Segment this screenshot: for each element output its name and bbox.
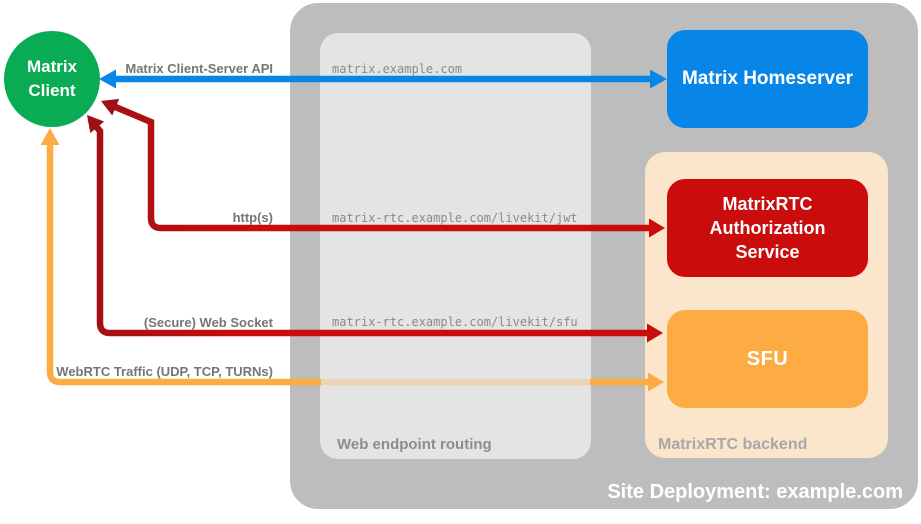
https-arrow-label: http(s) <box>232 210 273 225</box>
matrix-homeserver-label: Matrix Homeserver <box>681 68 854 89</box>
https-arrowhead-client <box>101 98 120 116</box>
webrtc-arrow-path-client-side <box>46 143 321 386</box>
authorization-service-label-line1: MatrixRTC <box>722 194 813 214</box>
web-endpoint-routing-panel <box>320 33 591 459</box>
matrix-homeserver-node: Matrix Homeserver <box>667 30 868 128</box>
websocket-arrowhead-client <box>87 115 105 134</box>
websocket-arrow-label: (Secure) Web Socket <box>143 315 273 330</box>
sfu-label: SFU <box>746 347 789 370</box>
web-endpoint-routing-caption: Web endpoint routing <box>337 436 492 453</box>
authorization-service-label-line3: Service <box>735 242 800 262</box>
jwt-endpoint-url: matrix-rtc.example.com/livekit/jwt <box>332 211 578 225</box>
sfu-endpoint-url: matrix-rtc.example.com/livekit/sfu <box>332 315 578 329</box>
webrtc-arrow-label: WebRTC Traffic (UDP, TCP, TURNs) <box>56 364 273 379</box>
client-server-api-arrowhead-client <box>99 69 116 89</box>
matrix-client-label-line2: Client <box>28 81 76 100</box>
authorization-service-label-line2: Authorization <box>709 218 826 238</box>
homeserver-endpoint-url: matrix.example.com <box>332 62 463 76</box>
client-server-api-arrow-label: Matrix Client-Server API <box>125 61 273 76</box>
matrixrtc-backend-caption: MatrixRTC backend <box>658 436 808 453</box>
matrix-client-label-line1: Matrix <box>26 57 78 76</box>
site-deployment-caption: Site Deployment: example.com <box>607 481 903 503</box>
matrix-client-node: Matrix Client <box>4 31 100 127</box>
authorization-service-node: MatrixRTC Authorization Service <box>667 179 868 277</box>
webrtc-arrowhead-client <box>40 128 60 145</box>
sfu-node: SFU <box>667 310 868 408</box>
